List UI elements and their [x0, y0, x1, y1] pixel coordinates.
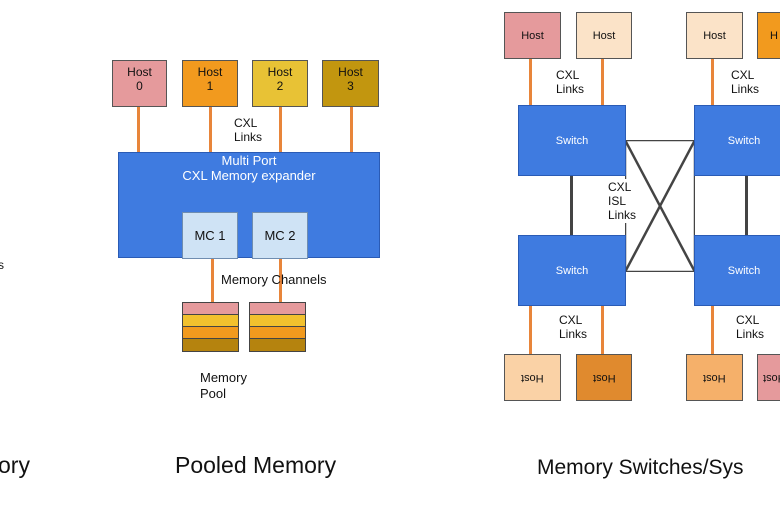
top-host-link — [711, 58, 714, 107]
switch-bottom-left: Switch — [518, 235, 626, 306]
memory-channel-1 — [211, 259, 214, 303]
memory-controller-1: MC 1 — [182, 212, 238, 259]
pooled-memory-caption: Pooled Memory — [175, 452, 337, 478]
top-host-link — [601, 58, 604, 107]
left-panel-side-text: s — [0, 258, 4, 272]
switch-bottom-right: Switch — [694, 235, 780, 306]
isl-links-label: CXL ISL Links — [606, 179, 639, 223]
top-host-link — [529, 58, 532, 107]
bottom-host-link — [601, 306, 604, 355]
isl-vertical-right — [745, 176, 748, 236]
memory-stack-2 — [249, 302, 306, 352]
host-0-link — [137, 106, 140, 154]
switch-bottom-host-1: Host — [504, 354, 561, 401]
memory-layer — [250, 327, 305, 339]
memory-layer — [183, 303, 238, 315]
pooled-host-3: Host 3 — [322, 60, 379, 107]
switch-bottom-host-3: Host — [686, 354, 743, 401]
top-left-cxl-links-label: CXL Links — [556, 68, 585, 96]
memory-layer — [250, 315, 305, 327]
host-2-link — [279, 106, 282, 154]
pooled-host-0: Host 0 — [112, 60, 167, 107]
bottom-left-cxl-links-label: CXL Links — [559, 313, 588, 341]
bottom-host-label: Host — [763, 371, 780, 384]
bottom-host-label: Host — [703, 371, 726, 384]
bottom-right-cxl-links-label: CXL Links — [736, 313, 765, 341]
memory-controller-2: MC 2 — [252, 212, 308, 259]
isl-vertical-left — [570, 176, 573, 236]
pooled-cxl-links-label: CXL Links — [234, 116, 263, 144]
memory-layer — [183, 339, 238, 351]
switch-top-host-1: Host — [504, 12, 561, 59]
switch-top-host-3: Host — [686, 12, 743, 59]
bottom-host-link — [529, 306, 532, 355]
switch-bottom-host-4: Host — [757, 354, 780, 401]
left-panel-caption: ory — [0, 452, 30, 478]
bottom-host-label: Host — [592, 371, 616, 384]
pooled-host-2: Host 2 — [252, 60, 308, 107]
cxl-memory-expander — [118, 152, 380, 258]
top-right-cxl-links-label: CXL Links — [731, 68, 760, 96]
memory-layer — [250, 339, 305, 351]
memory-layer — [183, 327, 238, 339]
pooled-host-1: Host 1 — [182, 60, 238, 107]
host-1-link — [209, 106, 212, 154]
switch-bottom-host-2: Host — [576, 354, 632, 401]
isl-cross-links — [625, 140, 695, 272]
bottom-host-label: Host — [521, 371, 544, 384]
memory-pool-label: Memory Pool — [200, 370, 247, 401]
bottom-host-link — [711, 306, 714, 355]
switch-top-left: Switch — [518, 105, 626, 176]
memory-channels-label: Memory Channels — [221, 272, 327, 287]
switch-top-host-4: H — [757, 12, 780, 59]
memory-layer — [183, 315, 238, 327]
host-3-link — [350, 106, 353, 154]
switch-top-right: Switch — [694, 105, 780, 176]
memory-layer — [250, 303, 305, 315]
expander-label: Multi Port CXL Memory expander — [182, 153, 316, 183]
memory-channel-2 — [279, 259, 282, 303]
memory-switches-caption: Memory Switches/Sys — [537, 456, 744, 479]
memory-stack-1 — [182, 302, 239, 352]
switch-top-host-2: Host — [576, 12, 632, 59]
